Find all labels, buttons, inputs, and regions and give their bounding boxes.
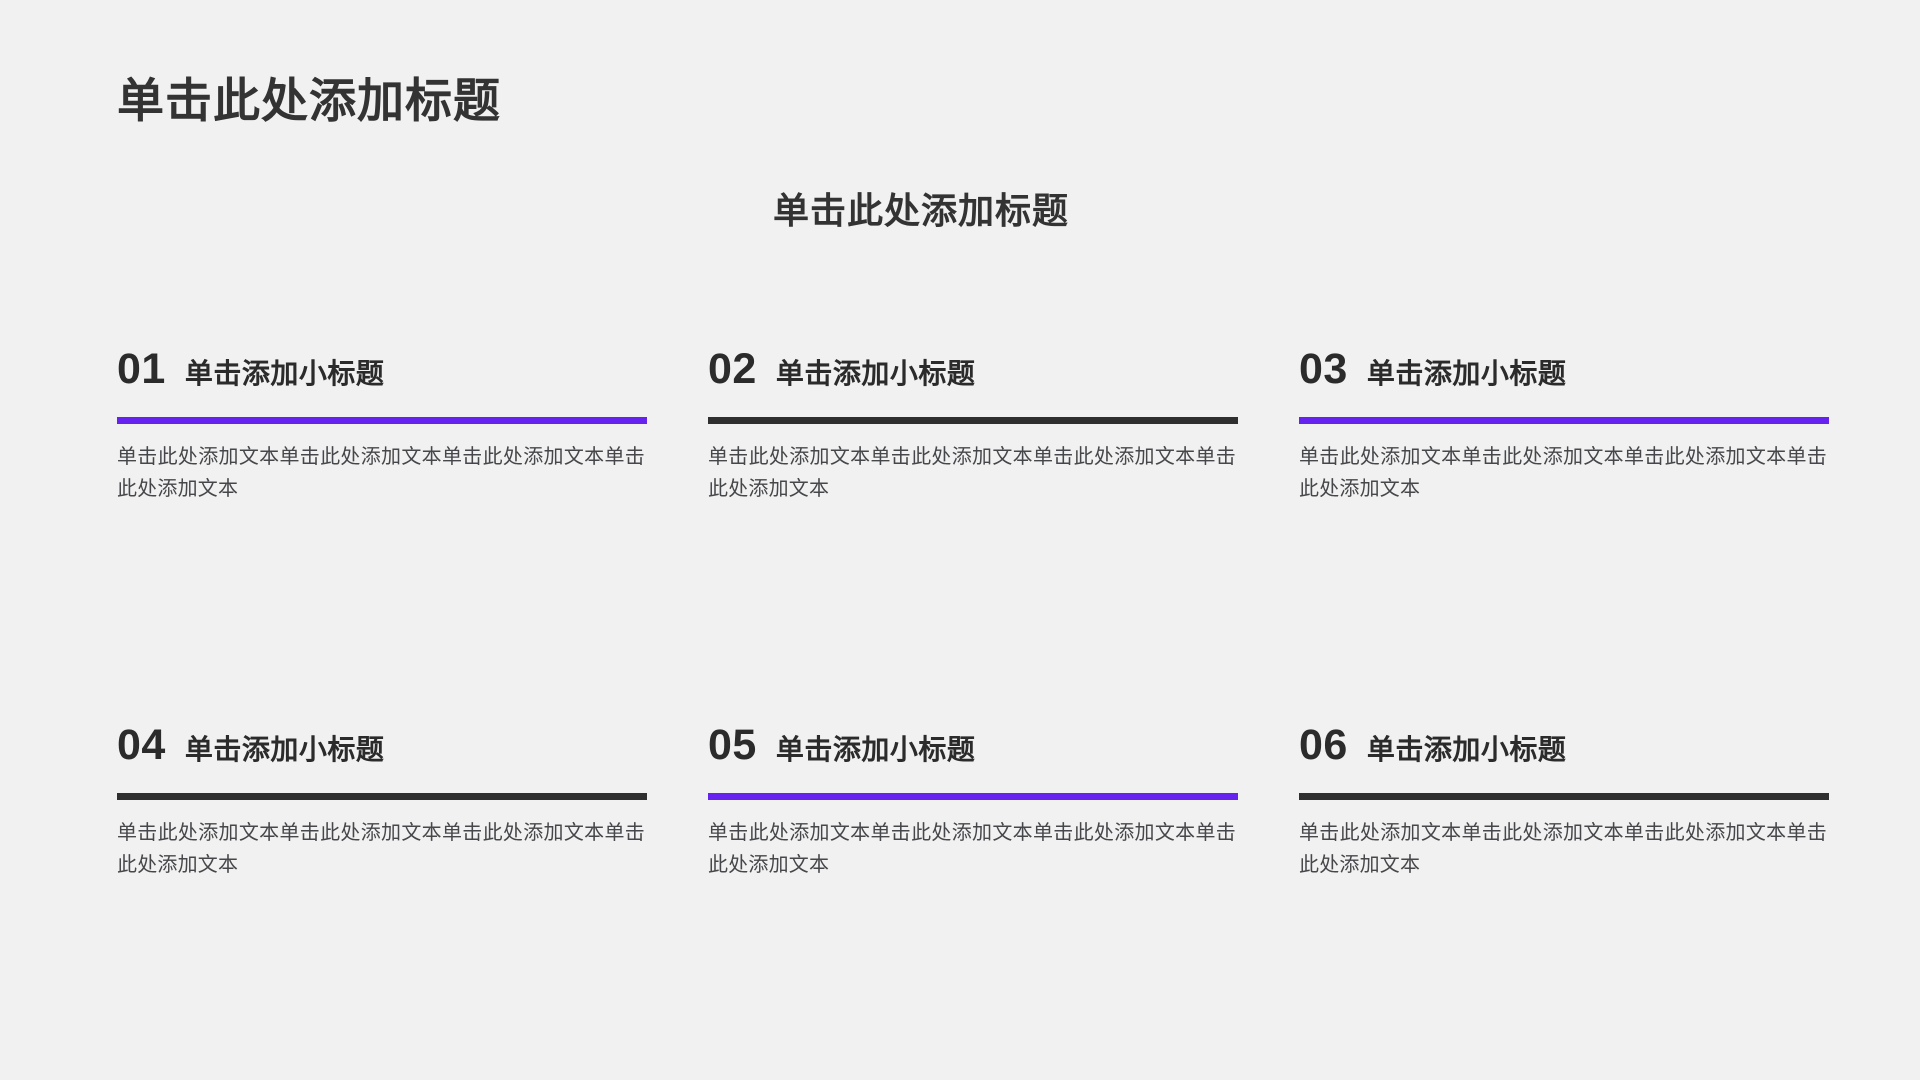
page-subtitle[interactable]: 单击此处添加标题 [773, 190, 1070, 231]
content-item-02[interactable]: 02 单击添加小标题 单击此处添加文本单击此处添加文本单击此处添加文本单击此处添… [708, 348, 1238, 506]
item-body-text[interactable]: 单击此处添加文本单击此处添加文本单击此处添加文本单击此处添加文本 [708, 446, 1236, 501]
item-divider-rule [1299, 417, 1829, 424]
item-header: 02 单击添加小标题 [708, 348, 1238, 400]
item-header: 05 单击添加小标题 [708, 720, 1238, 776]
item-divider-rule [117, 417, 647, 424]
item-divider-rule [708, 417, 1238, 424]
item-divider-rule [1299, 792, 1829, 800]
item-body-text[interactable]: 单击此处添加文本单击此处添加文本单击此处添加文本单击此处添加文本 [117, 446, 645, 501]
item-heading[interactable]: 单击添加小标题 [1366, 358, 1567, 389]
item-body-text[interactable]: 单击此处添加文本单击此处添加文本单击此处添加文本单击此处添加文本 [1299, 821, 1827, 877]
content-item-04[interactable]: 04 单击添加小标题 单击此处添加文本单击此处添加文本单击此处添加文本单击此处添… [117, 720, 647, 882]
item-body-text[interactable]: 单击此处添加文本单击此处添加文本单击此处添加文本单击此处添加文本 [1299, 446, 1827, 501]
item-heading[interactable]: 单击添加小标题 [775, 358, 976, 389]
content-item-01[interactable]: 01 单击添加小标题 单击此处添加文本单击此处添加文本单击此处添加文本单击此处添… [117, 348, 647, 506]
content-item-05[interactable]: 05 单击添加小标题 单击此处添加文本单击此处添加文本单击此处添加文本单击此处添… [708, 720, 1238, 882]
item-header: 06 单击添加小标题 [1299, 720, 1829, 776]
item-divider-rule [708, 792, 1238, 800]
content-item-06[interactable]: 06 单击添加小标题 单击此处添加文本单击此处添加文本单击此处添加文本单击此处添… [1299, 720, 1829, 882]
item-heading[interactable]: 单击添加小标题 [184, 733, 385, 765]
item-number: 01 [117, 345, 166, 393]
item-heading[interactable]: 单击添加小标题 [184, 358, 385, 389]
item-number: 04 [117, 720, 166, 769]
item-body-text[interactable]: 单击此处添加文本单击此处添加文本单击此处添加文本单击此处添加文本 [708, 821, 1236, 877]
item-number: 06 [1299, 720, 1348, 769]
item-header: 04 单击添加小标题 [117, 720, 647, 776]
item-header: 01 单击添加小标题 [117, 348, 647, 400]
item-number: 02 [708, 345, 757, 393]
item-heading[interactable]: 单击添加小标题 [1366, 733, 1567, 765]
content-item-03[interactable]: 03 单击添加小标题 单击此处添加文本单击此处添加文本单击此处添加文本单击此处添… [1299, 348, 1829, 506]
page-title[interactable]: 单击此处添加标题 [117, 74, 501, 127]
item-body-text[interactable]: 单击此处添加文本单击此处添加文本单击此处添加文本单击此处添加文本 [117, 821, 645, 877]
item-header: 03 单击添加小标题 [1299, 348, 1829, 400]
item-number: 05 [708, 720, 757, 769]
item-number: 03 [1299, 345, 1348, 393]
item-divider-rule [117, 792, 647, 800]
item-heading[interactable]: 单击添加小标题 [775, 733, 976, 765]
content-grid: 01 单击添加小标题 单击此处添加文本单击此处添加文本单击此处添加文本单击此处添… [117, 348, 1830, 882]
